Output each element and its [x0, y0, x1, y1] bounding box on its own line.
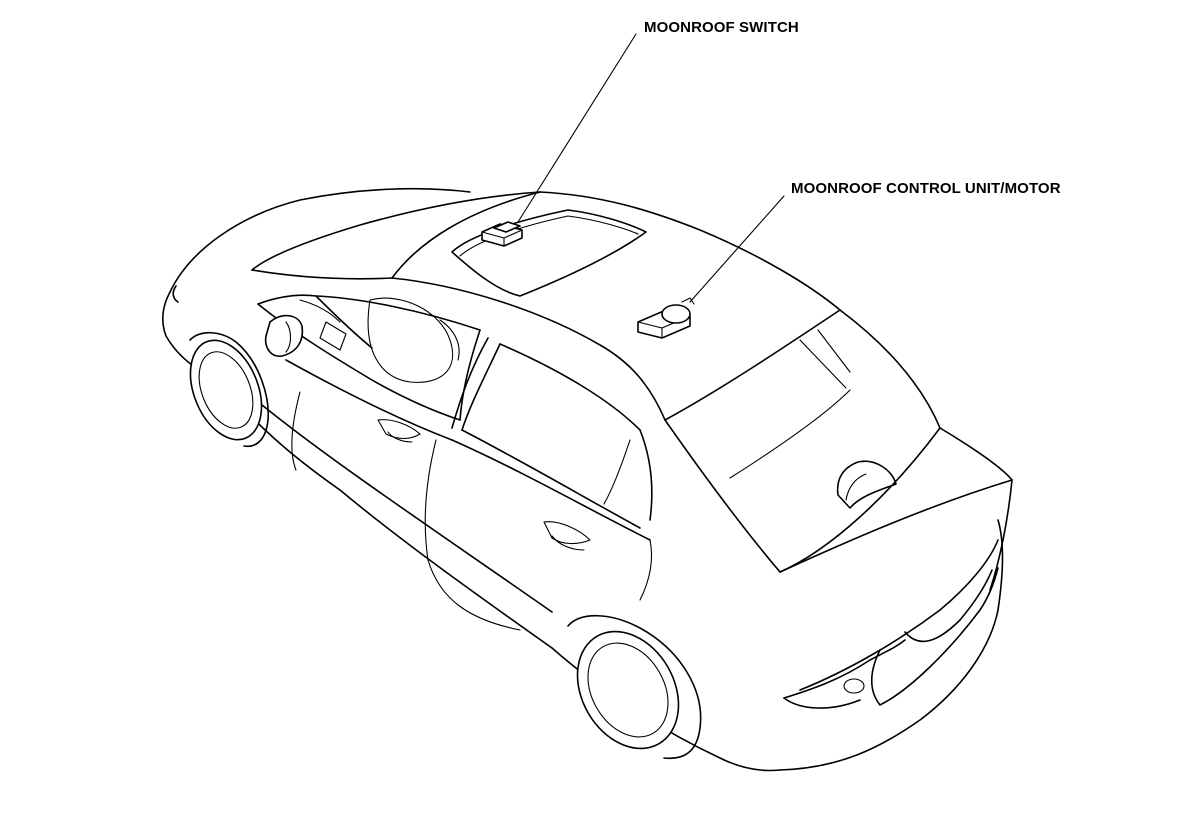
moonroof-control-unit-label: MOONROOF CONTROL UNIT/MOTOR — [791, 180, 1061, 197]
rear-wheel — [567, 614, 702, 760]
side-mirror — [264, 314, 304, 357]
switch-leader-line — [517, 33, 637, 223]
moonroof-switch-icon — [481, 221, 523, 247]
side-windows — [285, 337, 653, 631]
car-roof — [251, 191, 941, 573]
moonroof-glass — [451, 209, 647, 297]
windshield — [257, 294, 481, 421]
moonroof-switch-label: MOONROOF SWITCH — [644, 19, 799, 36]
front-wheel — [189, 331, 269, 448]
motor-leader-line — [689, 195, 785, 303]
moonroof-motor-icon — [637, 297, 695, 339]
